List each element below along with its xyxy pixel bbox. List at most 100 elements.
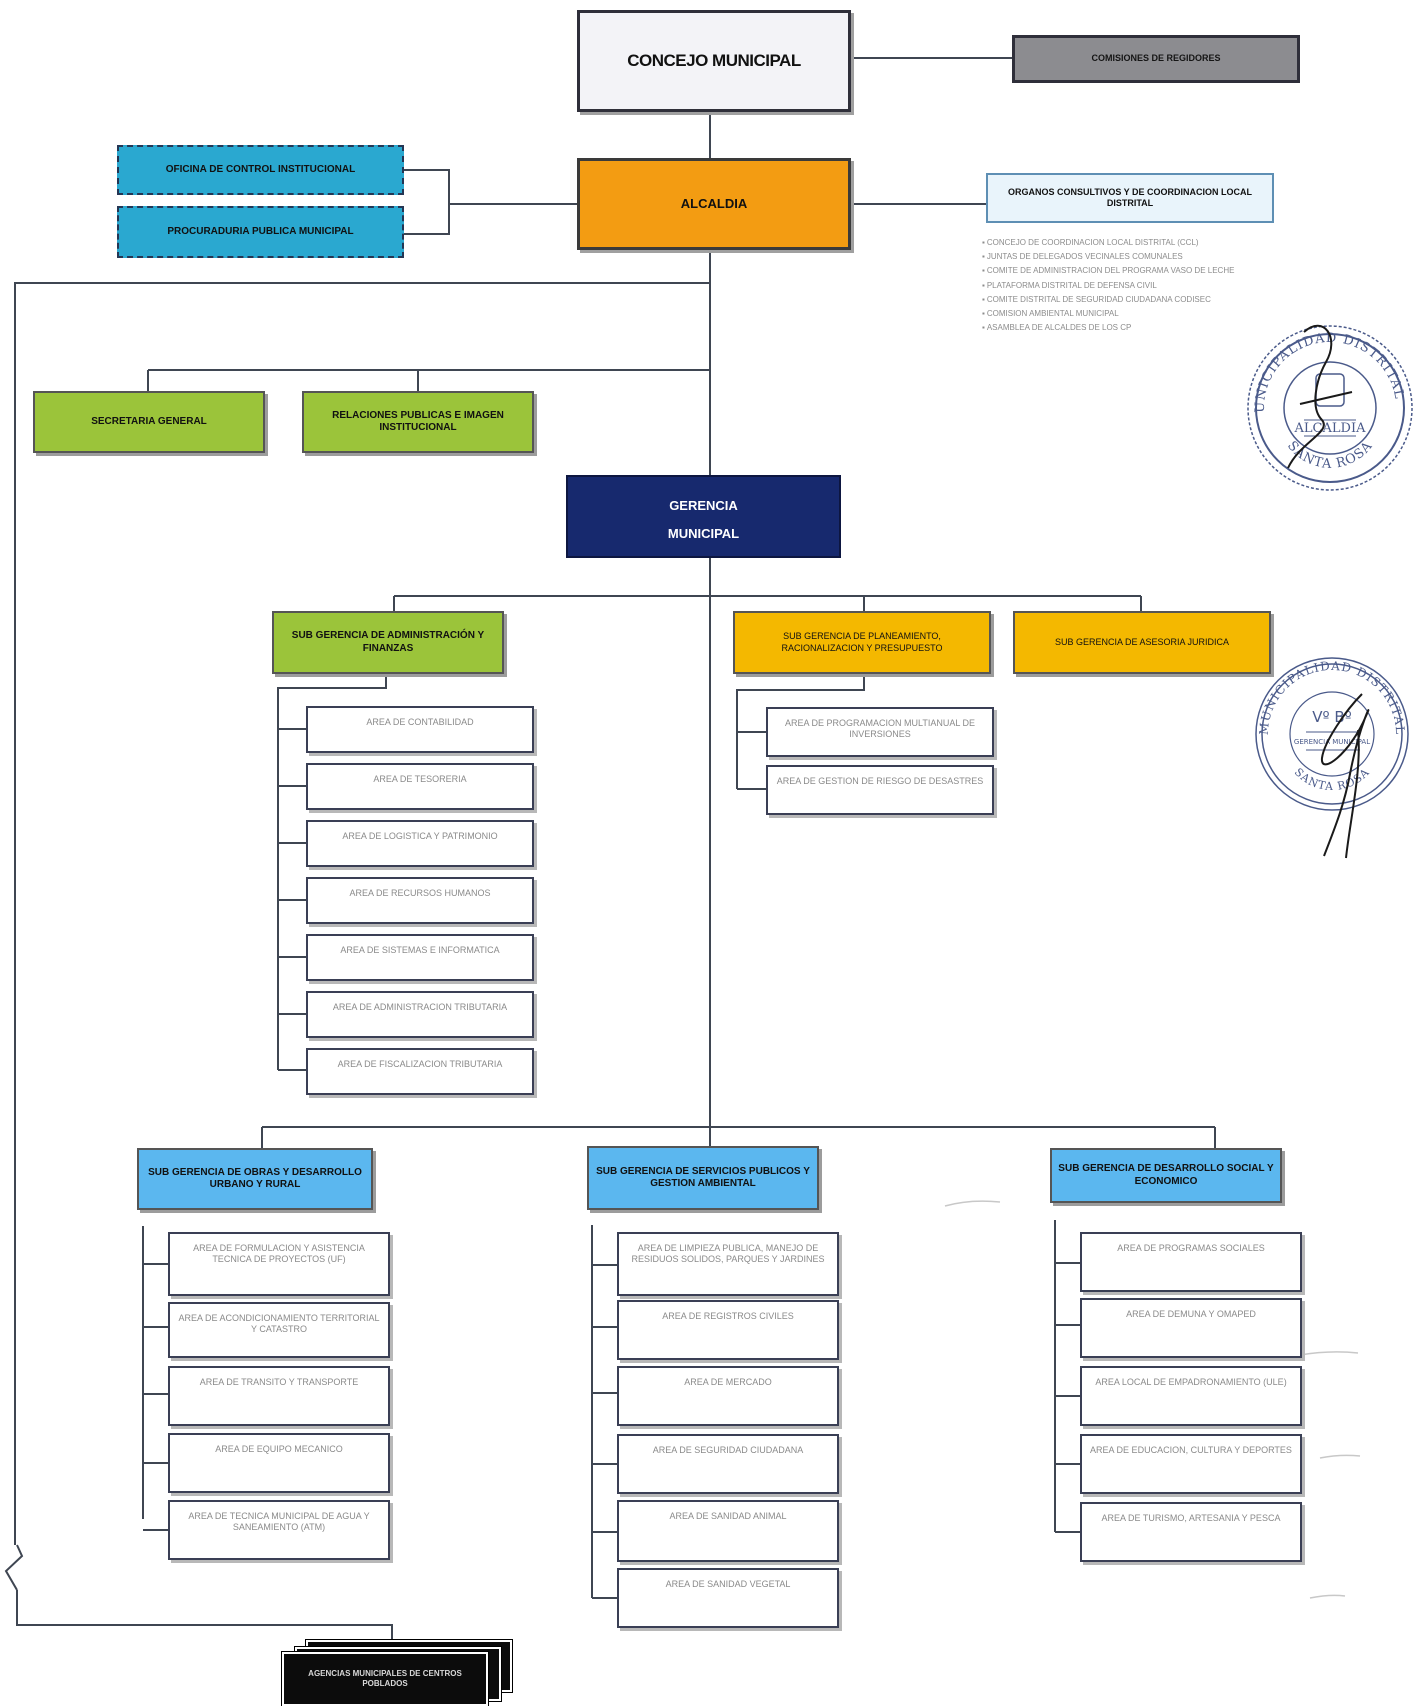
sg-obras-box: SUB GERENCIA DE OBRAS Y DESARROLLO URBAN… bbox=[137, 1148, 373, 1210]
sg-obras-label: SUB GERENCIA DE OBRAS Y DESARROLLO URBAN… bbox=[148, 1166, 362, 1191]
area-label: AREA DE LOGISTICA Y PATRIMONIO bbox=[342, 831, 498, 841]
area-administracion-tributaria-box: AREA DE ADMINISTRACION TRIBUTARIA bbox=[306, 991, 534, 1038]
sg-administracion-box: SUB GERENCIA DE ADMINISTRACIÓN Y FINANZA… bbox=[272, 611, 504, 674]
concejo-municipal-box: CONCEJO MUNICIPAL bbox=[577, 10, 851, 112]
area-sistemas-box: AREA DE SISTEMAS E INFORMATICA bbox=[306, 934, 534, 981]
area-formulacion-box: AREA DE FORMULACION Y ASISTENCIA TECNICA… bbox=[168, 1232, 390, 1296]
area-registros-civiles-box: AREA DE REGISTROS CIVILES bbox=[617, 1300, 839, 1360]
area-transito-box: AREA DE TRANSITO Y TRANSPORTE bbox=[168, 1366, 390, 1426]
area-label: AREA DE TESORERIA bbox=[373, 774, 467, 784]
gerencia-label-2: MUNICIPAL bbox=[667, 525, 740, 541]
area-label: AREA DE EDUCACION, CULTURA Y DEPORTES bbox=[1090, 1445, 1292, 1455]
seal1-center-text: ALCALDIA bbox=[1294, 421, 1367, 436]
area-acondicionamiento-box: AREA DE ACONDICIONAMIENTO TERRITORIAL Y … bbox=[168, 1302, 390, 1358]
area-label: AREA DE ACONDICIONAMIENTO TERRITORIAL Y … bbox=[178, 1313, 380, 1335]
area-fiscalizacion-box: AREA DE FISCALIZACION TRIBUTARIA bbox=[306, 1048, 534, 1095]
area-label: AREA DE FORMULACION Y ASISTENCIA TECNICA… bbox=[193, 1243, 365, 1265]
area-sanidad-animal-box: AREA DE SANIDAD ANIMAL bbox=[617, 1500, 839, 1562]
area-label: AREA DE MERCADO bbox=[684, 1377, 772, 1387]
area-label: AREA DE REGISTROS CIVILES bbox=[662, 1311, 794, 1321]
alcaldia-seal-stamp: MUNICIPALIDAD DISTRITAL DE SANTA ROSA AL… bbox=[1240, 312, 1413, 491]
area-label: AREA DE EQUIPO MECANICO bbox=[215, 1444, 343, 1454]
oci-label: OFICINA DE CONTROL INSTITUCIONAL bbox=[165, 163, 356, 175]
area-educacion-box: AREA DE EDUCACION, CULTURA Y DEPORTES bbox=[1080, 1434, 1302, 1494]
secretaria-label: SECRETARIA GENERAL bbox=[91, 415, 207, 427]
area-label: AREA DE CONTABILIDAD bbox=[366, 717, 474, 727]
area-label: AREA DE SANIDAD ANIMAL bbox=[669, 1511, 787, 1521]
area-turismo-box: AREA DE TURISMO, ARTESANIA Y PESCA bbox=[1080, 1502, 1302, 1562]
organos-item: PLATAFORMA DISTRITAL DE DEFENSA CIVIL bbox=[982, 279, 1352, 293]
area-label: AREA DE PROGRAMAS SOCIALES bbox=[1117, 1243, 1265, 1253]
seal1-bottom-text: SANTA ROSA bbox=[1284, 438, 1375, 471]
secretaria-general-box: SECRETARIA GENERAL bbox=[33, 391, 265, 453]
procuraduria-label: PROCURADURIA PUBLICA MUNICIPAL bbox=[167, 225, 354, 237]
gerencia-municipal-box: GERENCIA MUNICIPAL bbox=[566, 475, 841, 558]
svg-text:SANTA ROSA: SANTA ROSA bbox=[1292, 765, 1372, 793]
relaciones-publicas-box: RELACIONES PUBLICAS E IMAGEN INSTITUCION… bbox=[302, 391, 534, 453]
area-label: AREA DE TURISMO, ARTESANIA Y PESCA bbox=[1101, 1513, 1281, 1523]
organos-item: JUNTAS DE DELEGADOS VECINALES COMUNALES bbox=[982, 250, 1352, 264]
oci-box: OFICINA DE CONTROL INSTITUCIONAL bbox=[117, 145, 404, 195]
area-label: AREA DE FISCALIZACION TRIBUTARIA bbox=[337, 1059, 503, 1069]
area-label: AREA DE RECURSOS HUMANOS bbox=[349, 888, 491, 898]
concejo-label: CONCEJO MUNICIPAL bbox=[627, 51, 801, 71]
area-seguridad-ciudadana-box: AREA DE SEGURIDAD CIUDADANA bbox=[617, 1434, 839, 1494]
organos-list: CONCEJO DE COORDINACION LOCAL DISTRITAL … bbox=[982, 236, 1352, 335]
area-gestion-riesgo-box: AREA DE GESTION DE RIESGO DE DESASTRES bbox=[766, 765, 994, 815]
area-logistica-box: AREA DE LOGISTICA Y PATRIMONIO bbox=[306, 820, 534, 867]
sg-servicios-box: SUB GERENCIA DE SERVICIOS PUBLICOS Y GES… bbox=[587, 1146, 819, 1210]
signature-mark bbox=[1287, 324, 1353, 469]
agencias-box: AGENCIAS MUNICIPALES DE CENTROS POBLADOS bbox=[281, 1651, 489, 1706]
area-label: AREA DE GESTION DE RIESGO DE DESASTRES bbox=[776, 776, 984, 786]
sg-asesoria-box: SUB GERENCIA DE ASESORIA JURIDICA bbox=[1013, 611, 1271, 674]
area-label: AREA DE SEGURIDAD CIUDADANA bbox=[652, 1445, 804, 1455]
comisiones-box: COMISIONES DE REGIDORES bbox=[1012, 35, 1300, 83]
sg-servicios-label: SUB GERENCIA DE SERVICIOS PUBLICOS Y GES… bbox=[596, 1165, 810, 1190]
organos-item: CONCEJO DE COORDINACION LOCAL DISTRITAL … bbox=[982, 236, 1352, 250]
organos-item: COMISION AMBIENTAL MUNICIPAL bbox=[982, 307, 1352, 321]
area-label: AREA DE LIMPIEZA PUBLICA, MANEJO DE RESI… bbox=[631, 1243, 825, 1265]
agencias-label: AGENCIAS MUNICIPALES DE CENTROS POBLADOS bbox=[308, 1669, 462, 1688]
area-label: AREA DE ADMINISTRACION TRIBUTARIA bbox=[332, 1002, 508, 1012]
area-demuna-box: AREA DE DEMUNA Y OMAPED bbox=[1080, 1298, 1302, 1358]
area-equipo-mecanico-box: AREA DE EQUIPO MECANICO bbox=[168, 1433, 390, 1493]
area-label: AREA DE TECNICA MUNICIPAL DE AGUA Y SANE… bbox=[188, 1511, 370, 1533]
seal2-vobo-text: Vº Bº bbox=[1312, 708, 1351, 726]
area-label: AREA DE SISTEMAS E INFORMATICA bbox=[340, 945, 500, 955]
area-label: AREA DE SANIDAD VEGETAL bbox=[665, 1579, 791, 1589]
procuraduria-box: PROCURADURIA PUBLICA MUNICIPAL bbox=[117, 206, 404, 258]
area-label: AREA LOCAL DE EMPADRONAMIENTO (ULE) bbox=[1095, 1377, 1287, 1387]
signature-mark bbox=[1320, 693, 1370, 859]
area-recursos-humanos-box: AREA DE RECURSOS HUMANOS bbox=[306, 877, 534, 924]
sg-asesoria-label: SUB GERENCIA DE ASESORIA JURIDICA bbox=[1054, 636, 1230, 647]
area-programas-sociales-box: AREA DE PROGRAMAS SOCIALES bbox=[1080, 1232, 1302, 1292]
gerencia-seal-stamp: MUNICIPALIDAD DISTRITAL SANTA ROSA Vº Bº… bbox=[1255, 657, 1409, 859]
relaciones-label: RELACIONES PUBLICAS E IMAGEN INSTITUCION… bbox=[332, 409, 504, 434]
sg-planeamiento-label: SUB GERENCIA DE PLANEAMIENTO, RACIONALIZ… bbox=[781, 631, 943, 653]
organos-item: COMITE DISTRITAL DE SEGURIDAD CIUDADANA … bbox=[982, 293, 1352, 307]
alcaldia-label: ALCALDIA bbox=[680, 195, 748, 211]
area-contabilidad-box: AREA DE CONTABILIDAD bbox=[306, 706, 534, 753]
svg-text:SANTA ROSA: SANTA ROSA bbox=[1284, 438, 1376, 471]
sg-social-label: SUB GERENCIA DE DESARROLLO SOCIAL Y ECON… bbox=[1058, 1163, 1274, 1187]
sg-planeamiento-box: SUB GERENCIA DE PLANEAMIENTO, RACIONALIZ… bbox=[733, 611, 991, 674]
organos-item: COMITE DE ADMINISTRACION DEL PROGRAMA VA… bbox=[982, 264, 1352, 278]
comisiones-label: COMISIONES DE REGIDORES bbox=[1091, 53, 1221, 64]
area-label: AREA DE PROGRAMACION MULTIANUAL DE INVER… bbox=[784, 718, 976, 740]
seal2-center-text: GERENCIA MUNICIPAL bbox=[1294, 738, 1370, 746]
area-tesoreria-box: AREA DE TESORERIA bbox=[306, 763, 534, 810]
area-limpieza-box: AREA DE LIMPIEZA PUBLICA, MANEJO DE RESI… bbox=[617, 1232, 839, 1296]
sg-social-box: SUB GERENCIA DE DESARROLLO SOCIAL Y ECON… bbox=[1050, 1148, 1282, 1203]
area-label: AREA DE TRANSITO Y TRANSPORTE bbox=[199, 1377, 359, 1387]
area-label: AREA DE DEMUNA Y OMAPED bbox=[1126, 1309, 1256, 1319]
organos-title: ORGANOS CONSULTIVOS Y DE COORDINACION LO… bbox=[1007, 186, 1252, 208]
area-mercado-box: AREA DE MERCADO bbox=[617, 1366, 839, 1426]
gerencia-label-1: GERENCIA bbox=[669, 497, 738, 513]
area-ule-box: AREA LOCAL DE EMPADRONAMIENTO (ULE) bbox=[1080, 1366, 1302, 1426]
organos-item: ASAMBLEA DE ALCALDES DE LOS CP bbox=[982, 321, 1352, 335]
alcaldia-box: ALCALDIA bbox=[577, 158, 851, 250]
area-programacion-box: AREA DE PROGRAMACION MULTIANUAL DE INVER… bbox=[766, 707, 994, 757]
organos-consultivos-box: ORGANOS CONSULTIVOS Y DE COORDINACION LO… bbox=[986, 173, 1274, 223]
area-atm-box: AREA DE TECNICA MUNICIPAL DE AGUA Y SANE… bbox=[168, 1500, 390, 1560]
